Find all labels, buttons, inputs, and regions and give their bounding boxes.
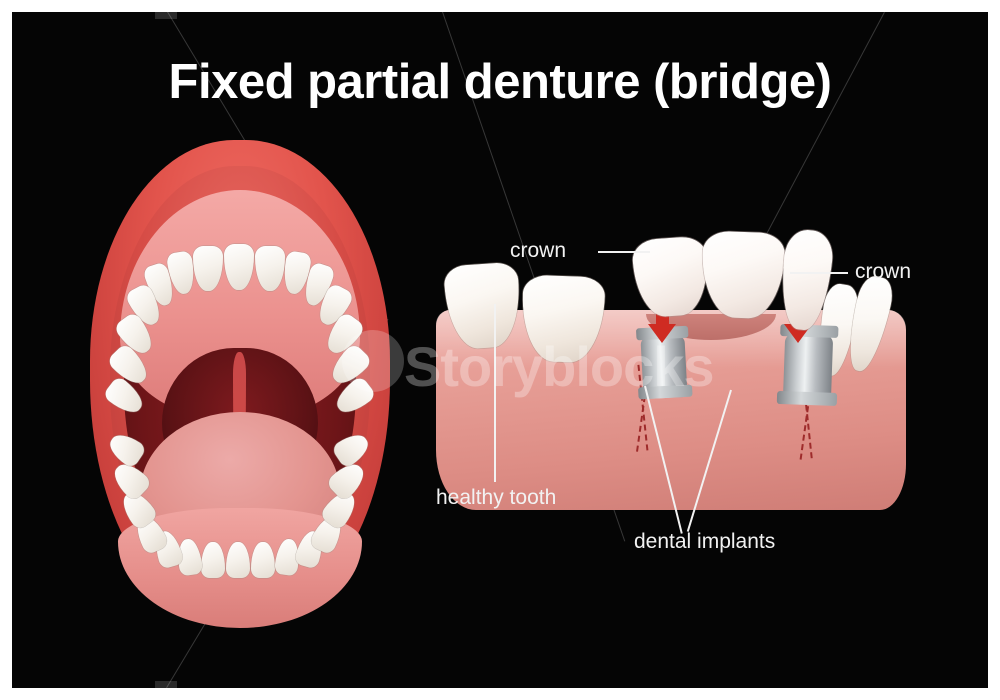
bridge-crown-left (631, 235, 711, 319)
label-crown-right: crown (855, 260, 912, 283)
illustration-canvas: Fixed partial denture (bridge) (12, 12, 988, 688)
label-dental-implants: dental implants (634, 530, 776, 553)
registration-tick-bottom (155, 681, 177, 688)
dental-implant-abutment-right (776, 324, 839, 407)
leader-crown-left (598, 251, 650, 253)
dental-implant-abutment-left (635, 325, 693, 400)
page-title: Fixed partial denture (bridge) (168, 55, 832, 109)
bridge-pontic-center (700, 230, 786, 320)
bridge-crown-right (776, 227, 836, 333)
arrow-head (648, 324, 676, 343)
leader-healthy-tooth (494, 304, 496, 482)
lower-tooth (201, 542, 225, 578)
lower-tooth (251, 542, 275, 578)
label-healthy-tooth: healthy tooth (436, 486, 557, 509)
jaw-cross-section-illustration (424, 227, 924, 518)
leader-crown-right (790, 272, 848, 274)
registration-tick-top (155, 12, 177, 19)
open-mouth-illustration (90, 140, 390, 628)
lower-tooth (226, 542, 250, 578)
fixed-partial-denture-bridge (624, 226, 864, 336)
label-crown-left: crown (510, 239, 567, 262)
abutment-collar (776, 390, 838, 407)
